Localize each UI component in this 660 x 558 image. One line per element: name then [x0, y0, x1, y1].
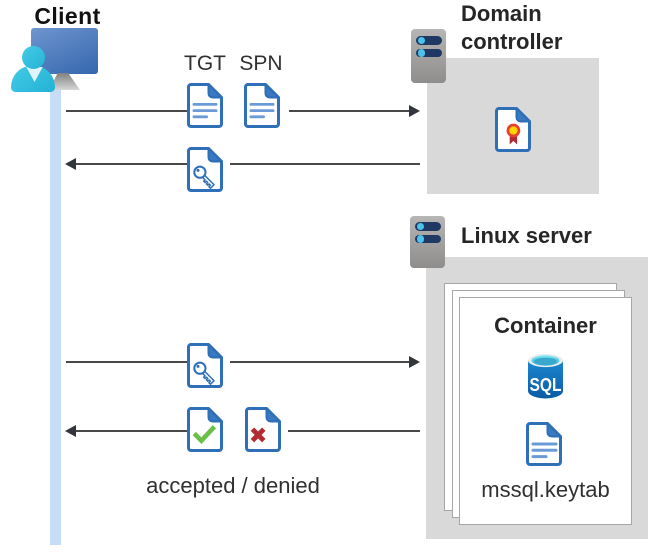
svg-text:SQL: SQL [530, 375, 562, 395]
